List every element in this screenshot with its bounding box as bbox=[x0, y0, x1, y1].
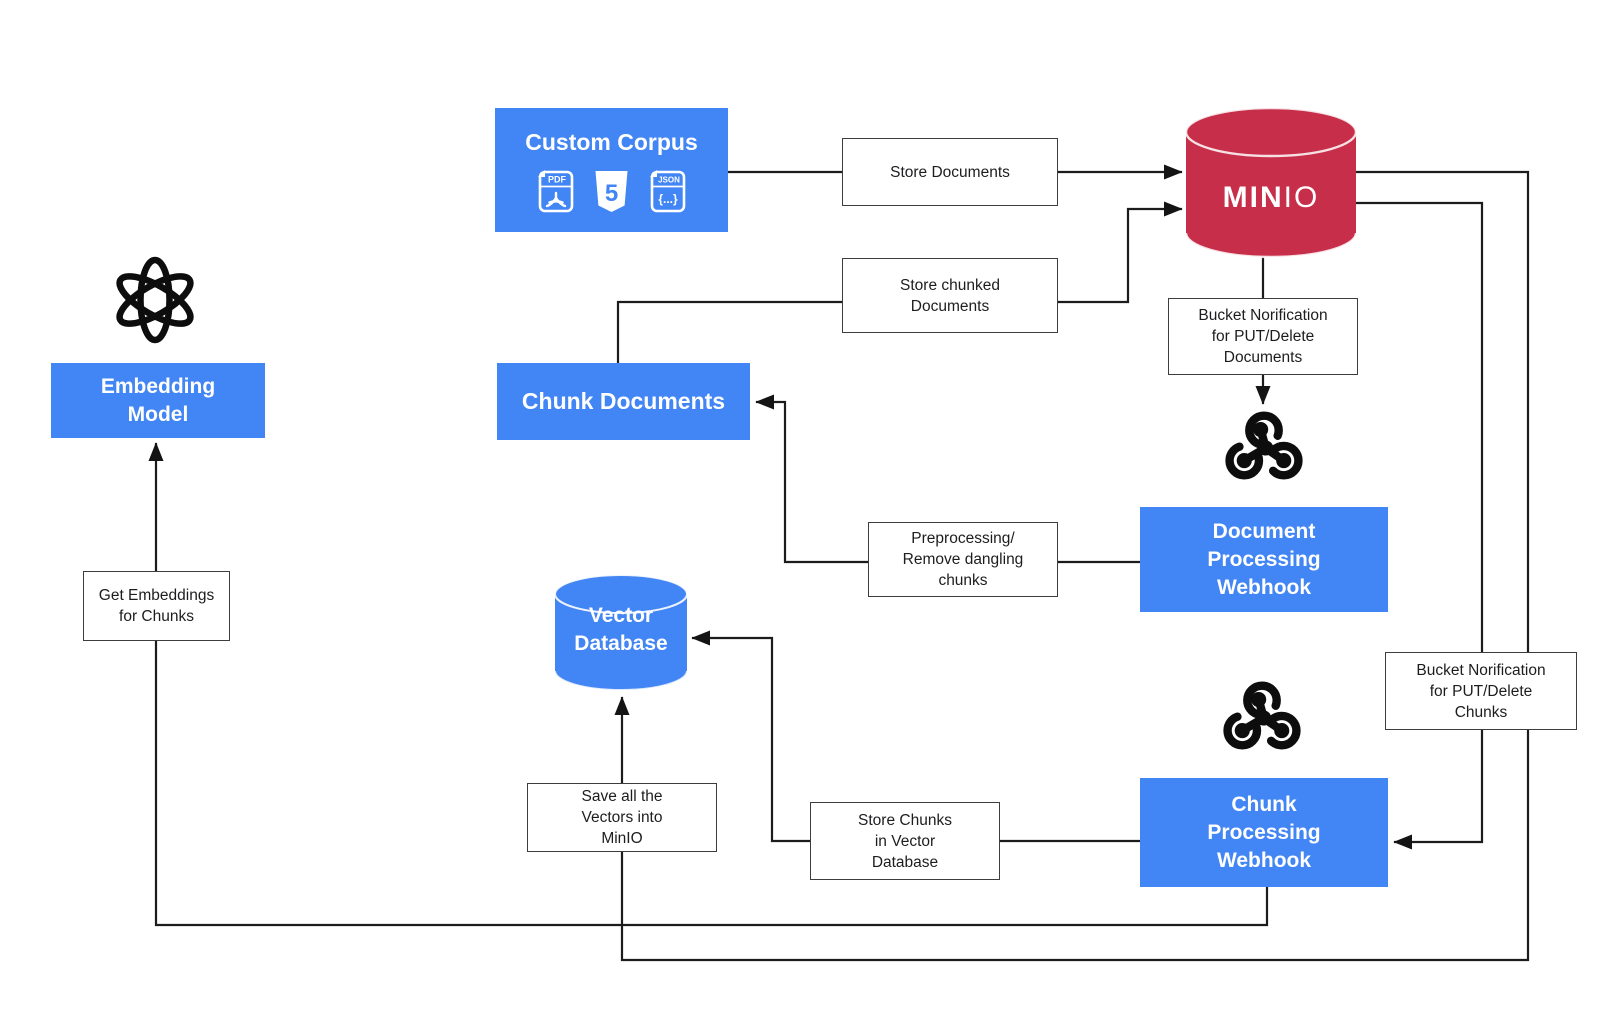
edge-preprocessing-chunkdocs bbox=[755, 394, 868, 564]
edge-label-store-chunked-documents: Store chunked Documents bbox=[842, 258, 1058, 333]
edge-label-preprocessing: Preprocessing/ Remove dangling chunks bbox=[868, 522, 1058, 597]
vector-db-line2: Database bbox=[574, 632, 668, 655]
edge-label-get-embeddings: Get Embeddings for Chunks bbox=[83, 571, 230, 641]
dpw-line3: Webhook bbox=[1216, 575, 1312, 599]
edge-label-store-chunks-vector: Store Chunks in Vector Database bbox=[810, 802, 1000, 880]
vector-database-cylinder bbox=[554, 574, 688, 691]
edge-chunkdocs-storechunked bbox=[616, 300, 842, 363]
edge-cpw-getembeddings bbox=[154, 641, 1269, 927]
custom-corpus-icons: PDF 5 JSON {...} bbox=[535, 168, 688, 215]
atom-icon bbox=[116, 256, 194, 344]
edge-label-bucket-notification-documents: Bucket Norification for PUT/Delete Docum… bbox=[1168, 298, 1358, 375]
html5-icon: 5 bbox=[595, 170, 628, 212]
json-file-icon: JSON {...} bbox=[650, 170, 686, 213]
node-embedding-model: Embedding Model bbox=[51, 363, 265, 438]
dpw-line2: Processing bbox=[1207, 547, 1321, 571]
vector-database-label: Vector Database bbox=[555, 602, 687, 658]
node-document-processing-webhook: Document Processing Webhook bbox=[1140, 507, 1388, 612]
svg-text:PDF: PDF bbox=[548, 175, 567, 185]
embedding-model-line2: Model bbox=[127, 402, 189, 426]
edge-storechunked-minio bbox=[1058, 201, 1183, 304]
edge-lines bbox=[148, 164, 1530, 962]
svg-text:{...}: {...} bbox=[658, 192, 678, 206]
custom-corpus-title: Custom Corpus bbox=[525, 129, 698, 155]
node-chunk-documents: Chunk Documents bbox=[497, 363, 750, 440]
minio-cylinder: MINIO bbox=[1184, 106, 1358, 259]
webhook-icon bbox=[1225, 411, 1303, 480]
minio-wordmark: MINIO bbox=[1223, 181, 1320, 214]
chunk-documents-label: Chunk Documents bbox=[521, 388, 726, 414]
node-custom-corpus: Custom Corpus PDF 5 bbox=[495, 108, 728, 232]
node-chunk-processing-webhook: Chunk Processing Webhook bbox=[1140, 778, 1388, 887]
svg-text:JSON: JSON bbox=[658, 176, 680, 185]
dpw-line1: Document bbox=[1212, 519, 1316, 543]
edge-label-store-documents: Store Documents bbox=[842, 138, 1058, 206]
edge-minio-cpw bbox=[1356, 201, 1484, 850]
edge-label-bucket-notification-chunks: Bucket Norification for PUT/Delete Chunk… bbox=[1385, 652, 1577, 730]
edge-label-save-vectors: Save all the Vectors into MinIO bbox=[527, 783, 717, 852]
vector-db-line1: Vector bbox=[588, 604, 654, 627]
pdf-file-icon: PDF bbox=[538, 170, 574, 213]
embedding-model-line1: Embedding bbox=[100, 374, 216, 398]
cpw-line3: Webhook bbox=[1216, 848, 1312, 872]
svg-text:5: 5 bbox=[605, 180, 618, 207]
edge-storechunks-vectordb bbox=[691, 630, 810, 843]
cpw-line2: Processing bbox=[1207, 820, 1321, 844]
cpw-line1: Chunk bbox=[1231, 792, 1297, 816]
webhook-icon bbox=[1223, 681, 1301, 750]
